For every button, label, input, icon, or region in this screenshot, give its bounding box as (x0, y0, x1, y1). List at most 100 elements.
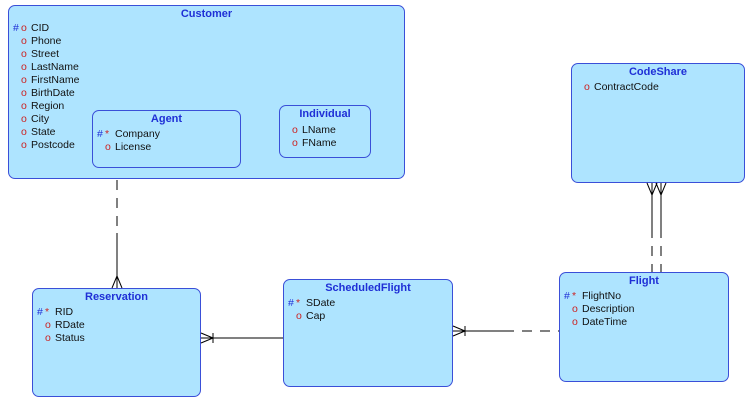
attribute-name: Postcode (31, 139, 75, 151)
attribute-row: o DateTime (564, 316, 635, 329)
key-marker: # (37, 306, 43, 318)
attribute-name: CID (31, 22, 50, 34)
relationship-scheduledflight-flight (452, 325, 559, 337)
attribute-name: RID (55, 306, 74, 318)
attribute-name: LastName (31, 61, 79, 73)
attribute-name: Street (31, 48, 60, 60)
attribute-row: o Phone (13, 35, 79, 48)
attribute-row: o Street (13, 48, 79, 61)
attribute-row: o State (13, 126, 79, 139)
optionality-marker: o (105, 141, 111, 153)
entity-title: Reservation (85, 291, 148, 303)
attribute-row: o FirstName (13, 74, 79, 87)
relationship-customer-reservation (111, 180, 123, 289)
attribute-row: o LName (284, 124, 336, 137)
optionality-marker: o (45, 319, 51, 331)
optionality-marker: o (45, 332, 51, 344)
attribute-name: FirstName (31, 74, 80, 86)
attribute-row: #* RID (37, 306, 85, 319)
relationship-reservation-scheduledflight (200, 332, 283, 344)
optionality-marker: o (21, 126, 27, 138)
attribute-row: #* FlightNo (564, 290, 635, 303)
key-marker: # (13, 22, 19, 34)
optionality-marker: o (21, 87, 27, 99)
optionality-marker: o (21, 61, 27, 73)
optionality-marker: o (21, 74, 27, 86)
optionality-marker: * (105, 128, 110, 140)
optionality-marker: * (45, 306, 50, 318)
optionality-marker: o (572, 303, 578, 315)
optionality-marker: o (21, 48, 27, 60)
attribute-row: o License (97, 141, 160, 154)
entity-title: Flight (629, 275, 659, 287)
optionality-marker: * (296, 297, 301, 309)
attribute-row: #* SDate (288, 297, 335, 310)
entity-title: Individual (299, 108, 351, 120)
key-marker: # (97, 128, 103, 140)
attribute-name: Description (582, 303, 635, 315)
attribute-name: BirthDate (31, 87, 75, 99)
relationship-codeshare-flight-2 (655, 182, 667, 272)
attribute-name: License (115, 141, 152, 153)
optionality-marker: o (292, 124, 298, 136)
attribute-name: City (31, 113, 50, 125)
optionality-marker: o (21, 35, 27, 47)
entity-title: ScheduledFlight (325, 282, 411, 294)
attribute-name: Cap (306, 310, 326, 322)
attribute-row: #o CID (13, 22, 79, 35)
optionality-marker: * (572, 290, 577, 302)
attribute-name: Status (55, 332, 85, 344)
attribute-name: ContractCode (594, 81, 659, 93)
attribute-name: FlightNo (582, 290, 622, 302)
entity-title: Customer (180, 8, 233, 20)
optionality-marker: o (21, 22, 27, 34)
attribute-row: o ContractCode (576, 81, 659, 94)
attribute-list: o ContractCode (576, 81, 659, 94)
attribute-name: LName (302, 124, 336, 136)
attribute-row: #* Company (97, 128, 160, 141)
attribute-name: DateTime (582, 316, 628, 328)
optionality-marker: o (584, 81, 590, 93)
attribute-row: o Description (564, 303, 635, 316)
attribute-name: Phone (31, 35, 62, 47)
optionality-marker: o (296, 310, 302, 322)
entity-title: CodeShare (628, 66, 688, 78)
optionality-marker: o (292, 137, 298, 149)
optionality-marker: o (21, 100, 27, 112)
attribute-row: o Status (37, 332, 85, 345)
attribute-name: SDate (306, 297, 336, 309)
entity-title: Agent (150, 113, 183, 125)
key-marker: # (564, 290, 570, 302)
attribute-name: State (31, 126, 56, 138)
relationship-codeshare-flight-1 (646, 182, 658, 272)
attribute-row: o Region (13, 100, 79, 113)
attribute-list: #* Company o License (97, 128, 160, 154)
optionality-marker: o (572, 316, 578, 328)
attribute-row: o Postcode (13, 139, 79, 152)
attribute-name: RDate (55, 319, 85, 331)
attribute-row: o FName (284, 137, 336, 150)
attribute-name: FName (302, 137, 337, 149)
entity-agent[interactable]: Agent #* Company o License (92, 110, 241, 168)
attribute-row: o City (13, 113, 79, 126)
optionality-marker: o (21, 139, 27, 151)
optionality-marker: o (21, 113, 27, 125)
attribute-name: Company (115, 128, 160, 140)
attribute-name: Region (31, 100, 65, 112)
attribute-row: o LastName (13, 61, 79, 74)
attribute-row: o BirthDate (13, 87, 79, 100)
attribute-row: o RDate (37, 319, 85, 332)
key-marker: # (288, 297, 294, 309)
attribute-row: o Cap (288, 310, 335, 323)
entity-codeshare[interactable]: CodeShare o ContractCode (571, 63, 745, 183)
